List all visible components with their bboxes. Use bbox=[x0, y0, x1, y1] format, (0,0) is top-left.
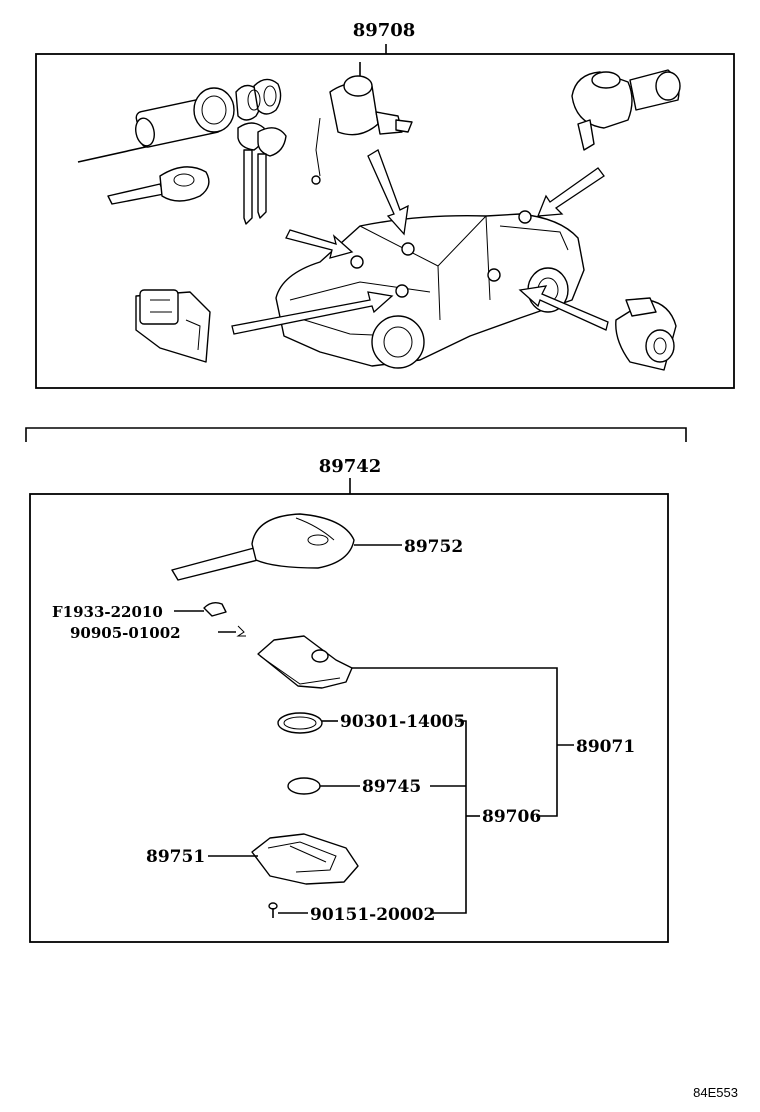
label-90151-20002: 90151-20002 bbox=[310, 905, 435, 925]
screw-90151-illustration bbox=[268, 902, 278, 918]
section-divider bbox=[25, 427, 687, 442]
master-keys-illustration bbox=[235, 78, 287, 225]
bracket-89706 bbox=[432, 720, 467, 914]
label-89742: 89742 bbox=[319, 456, 382, 477]
label-89706: 89706 bbox=[482, 807, 541, 827]
spring-90905-illustration bbox=[236, 625, 246, 637]
label-89752: 89752 bbox=[404, 537, 463, 557]
chip-F1933-illustration bbox=[203, 601, 227, 617]
label-89071: 89071 bbox=[576, 737, 635, 757]
ignition-cylinder-illustration bbox=[77, 87, 235, 163]
label-90301-14005: 90301-14005 bbox=[340, 712, 465, 732]
diagram-code: 84E553 bbox=[693, 1085, 738, 1100]
o-ring-inner bbox=[283, 716, 317, 730]
key-89752-illustration bbox=[171, 513, 355, 581]
label-90905-01002: 90905-01002 bbox=[70, 624, 181, 642]
label-F1933-22010: F1933-22010 bbox=[52, 603, 163, 621]
label-89708: 89708 bbox=[353, 20, 416, 41]
glove-box-lock-illustration bbox=[135, 289, 211, 363]
lock-set-frame bbox=[35, 53, 735, 389]
trunk-cylinder-illustration bbox=[571, 69, 681, 151]
cover-89751-illustration bbox=[251, 833, 359, 885]
bracket-89071 bbox=[352, 667, 558, 817]
label-89751: 89751 bbox=[146, 847, 205, 867]
key-assembly-frame bbox=[29, 493, 669, 943]
location-arrows bbox=[231, 149, 609, 335]
battery-89745-illustration bbox=[287, 777, 321, 795]
door-cylinder-illustration bbox=[311, 62, 413, 185]
label-89745: 89745 bbox=[362, 777, 421, 797]
rear-cylinder-illustration bbox=[615, 297, 677, 371]
transmitter-housing-illustration bbox=[257, 635, 353, 689]
o-ring-90301-illustration bbox=[277, 712, 323, 734]
key-illustration-left bbox=[107, 166, 210, 205]
